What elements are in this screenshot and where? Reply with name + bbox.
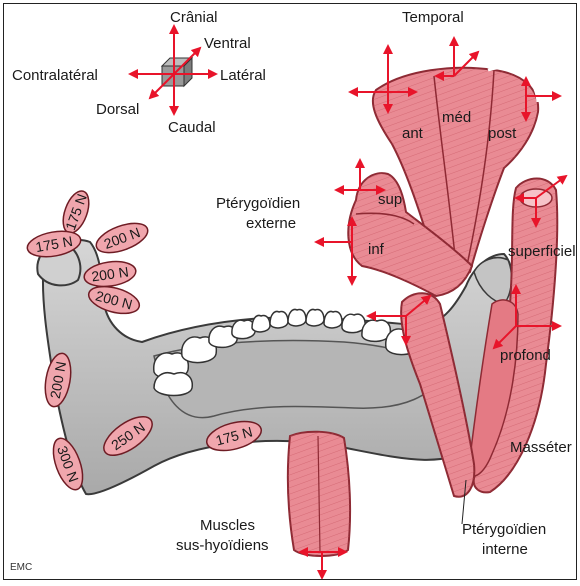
label-temporal-med: méd <box>442 109 471 126</box>
label-masseter-superficial: superficiel <box>508 243 576 260</box>
label-masseter-deep: profond <box>500 347 551 364</box>
figure-canvas: 175 N 175 N 200 N 200 N 200 N 200 N 300 … <box>4 4 576 579</box>
label-lateral: Latéral <box>220 67 266 84</box>
label-suprahyoid-2: sus-hyoïdiens <box>176 537 269 554</box>
label-pterygoid-external-2: externe <box>246 215 296 232</box>
label-dorsal: Dorsal <box>96 101 139 118</box>
label-pterygoid-internal-1: Ptérygoïdien <box>462 521 546 538</box>
mandible-muscle-forces-figure: 175 N 175 N 200 N 200 N 200 N 200 N 300 … <box>3 3 577 580</box>
force-ellipse-3: 200 N <box>93 217 152 258</box>
label-pterygoid-internal-2: interne <box>482 541 528 558</box>
label-cranial: Crânial <box>170 9 218 26</box>
force-ellipse-1: 175 N <box>58 188 94 237</box>
label-pterygoid-external-1: Ptérygoïdien <box>216 195 300 212</box>
label-temporal-post: post <box>488 125 517 142</box>
label-ventral: Ventral <box>204 35 251 52</box>
label-pterygoid-external-inf: inf <box>368 241 385 258</box>
label-suprahyoid-1: Muscles <box>200 517 255 534</box>
label-contralateral: Contralatéral <box>12 67 98 84</box>
label-temporal: Temporal <box>402 9 464 26</box>
label-masseter: Masséter <box>510 439 572 456</box>
label-pterygoid-external-sup: sup <box>378 191 402 208</box>
credit-emc: EMC <box>10 562 32 573</box>
label-temporal-ant: ant <box>402 125 424 142</box>
label-caudal: Caudal <box>168 119 216 136</box>
